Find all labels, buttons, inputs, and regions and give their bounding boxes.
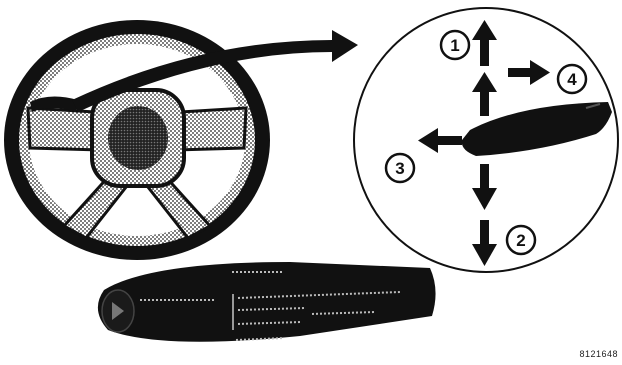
lever-closeup (98, 262, 436, 342)
callout-4-label: 4 (567, 70, 577, 89)
detail-view: 1 2 3 4 (354, 8, 618, 272)
steering-wheel-left-spoke (28, 108, 100, 150)
callout-1-label: 1 (450, 36, 459, 55)
callout-4: 4 (558, 65, 586, 93)
callout-3: 3 (386, 154, 414, 182)
figure-id: 8121648 (579, 349, 618, 359)
steering-wheel-right-spoke (176, 108, 246, 150)
callout-3-label: 3 (395, 159, 404, 178)
callout-1: 1 (441, 31, 469, 59)
callout-2: 2 (507, 226, 535, 254)
callout-2-label: 2 (516, 231, 525, 250)
